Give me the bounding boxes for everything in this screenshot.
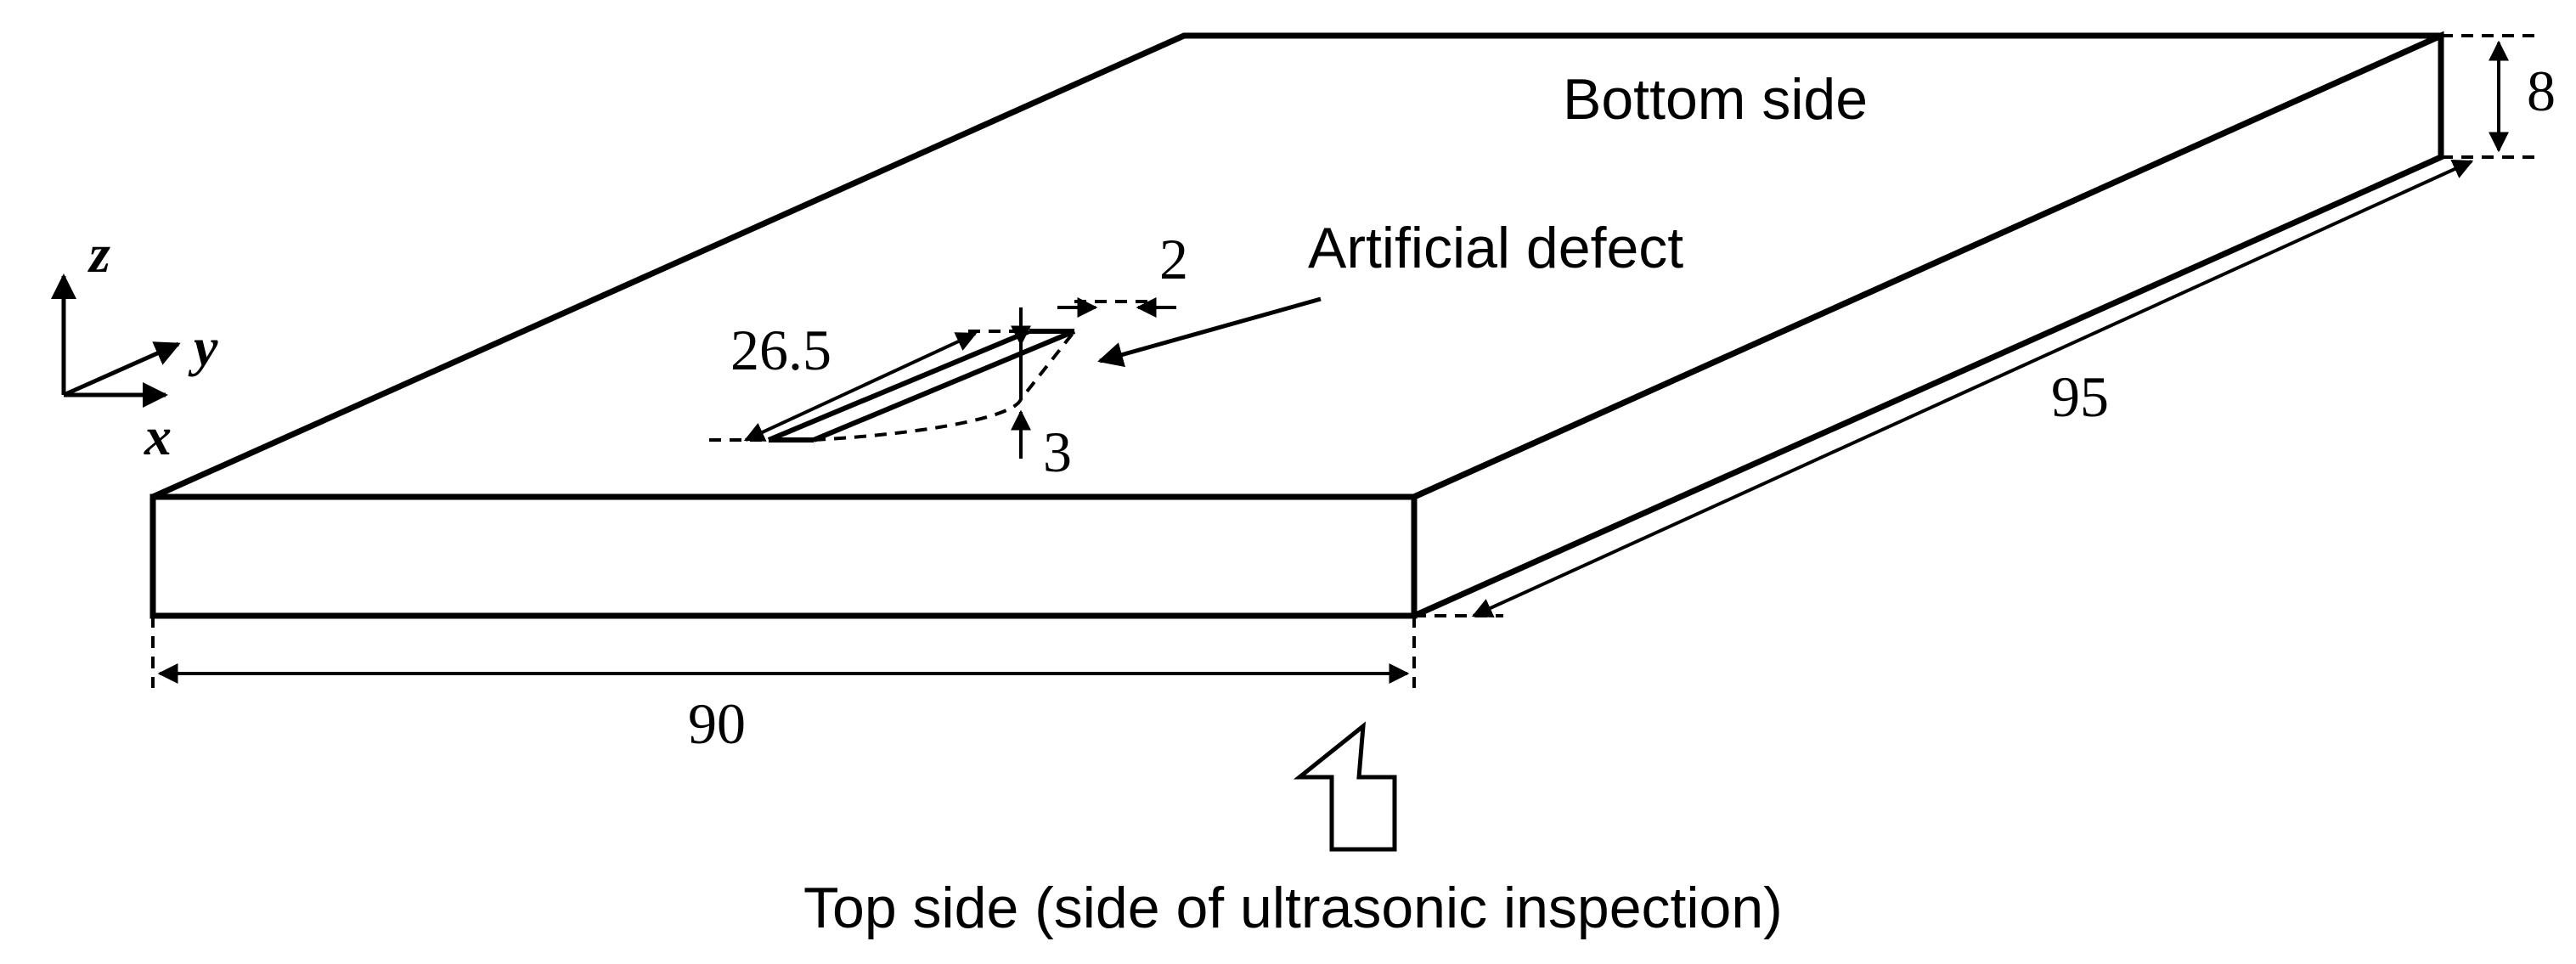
inspection-direction-arrow: [1293, 721, 1397, 852]
defect-width-dimension: [1057, 297, 1176, 318]
defect-depth-label: 3: [1043, 420, 1072, 484]
width-dimension: [151, 616, 1416, 688]
length-dimension: [1414, 155, 2497, 617]
thickness-label: 8: [2527, 59, 2556, 123]
defect-callout-label: Artificial defect: [1308, 216, 1683, 280]
x-axis-label: x: [144, 406, 172, 466]
thickness-dimension: [2441, 34, 2539, 159]
plate-front-face: [149, 493, 1418, 619]
defect-width-label: 2: [1159, 227, 1188, 291]
top-side-label: Top side (side of ultrasonic inspection): [803, 876, 1783, 940]
width-label: 90: [688, 691, 746, 756]
defect-callout-arrow: [1097, 296, 1322, 368]
length-label: 95: [2051, 364, 2109, 429]
z-axis-label: z: [87, 223, 110, 284]
defect-length-label: 26.5: [730, 318, 831, 382]
bottom-side-label: Bottom side: [1563, 67, 1868, 132]
plate-outline: [149, 31, 2444, 619]
coordinate-axes: [51, 273, 181, 408]
y-axis-label: y: [188, 317, 218, 377]
y-axis-arrow: [62, 341, 181, 397]
